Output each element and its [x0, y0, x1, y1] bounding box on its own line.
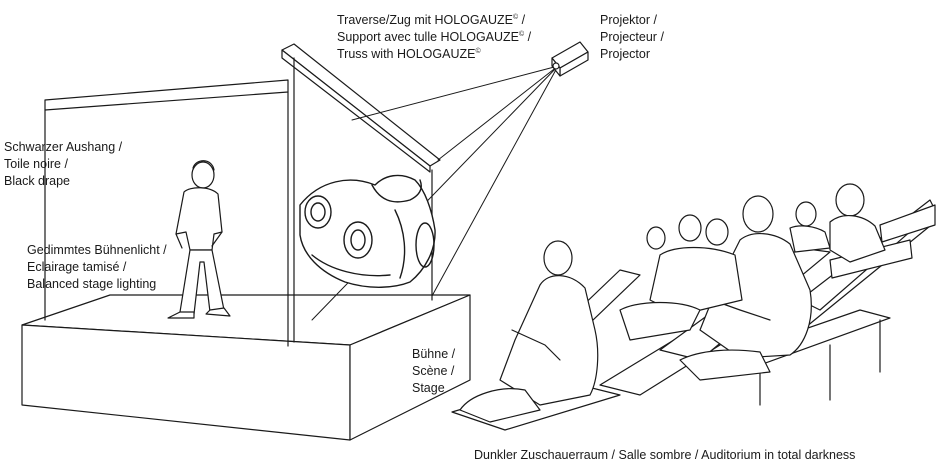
- auditorium-label: Dunkler Zuschauerraum / Salle sombre / A…: [474, 448, 856, 462]
- drape-label: Schwarzer Aushang / Toile noire / Black …: [4, 140, 123, 188]
- stage-platform: [21, 294, 471, 441]
- projector-icon: [551, 41, 589, 77]
- hologram-car-icon: [299, 174, 436, 288]
- stage-label: Bühne / Scène / Stage: [412, 347, 456, 395]
- lighting-label: Gedimmtes Bühnenlicht / Eclairage tamisé…: [27, 243, 167, 291]
- truss-label: Traverse/Zug mit HOLOGAUZE© / Support av…: [337, 13, 532, 61]
- projector-label: Projektor / Projecteur / Projector: [600, 13, 664, 61]
- black-drape: [44, 79, 289, 347]
- presenter-figure: [167, 160, 231, 319]
- audience: [459, 183, 886, 423]
- projection-beam: [311, 65, 559, 321]
